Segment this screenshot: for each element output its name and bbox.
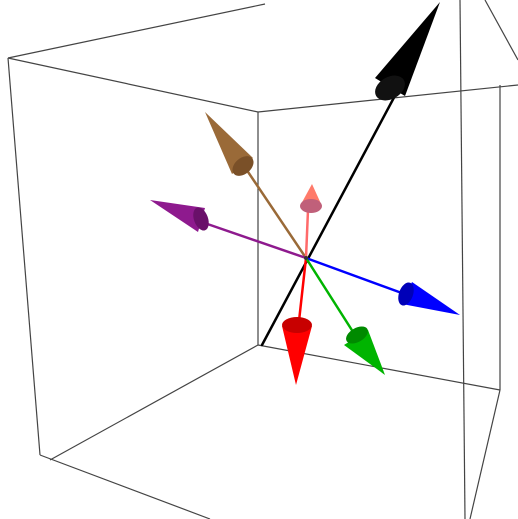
vector-heads [150, 2, 460, 385]
vector-red-head [282, 317, 312, 385]
vector-pink-shaft [304, 208, 310, 260]
box-edge [39, 454, 211, 519]
box-edge [484, 0, 518, 61]
box-edge [469, 389, 501, 519]
vector-purple-head [150, 200, 209, 232]
vector-purple-shaft [188, 216, 308, 260]
origin-point [304, 256, 308, 260]
vector-blue-head [398, 282, 460, 315]
box-edge [7, 3, 266, 59]
bounding-box [7, 0, 518, 519]
box-edge [49, 344, 259, 461]
vector-brown-head [205, 112, 254, 176]
vector-green-shaft [304, 256, 357, 337]
vector-blue-shaft [304, 256, 412, 298]
vector-shafts [188, 88, 412, 347]
box-edge [7, 57, 259, 113]
box-edge [459, 0, 466, 519]
box-edge [7, 57, 41, 456]
vector-black-shaft [260, 88, 400, 347]
vector-brown-shaft [238, 158, 308, 260]
vector-green-head [344, 326, 385, 375]
vector-black-head [375, 2, 440, 101]
vector-pink-head [300, 184, 322, 213]
